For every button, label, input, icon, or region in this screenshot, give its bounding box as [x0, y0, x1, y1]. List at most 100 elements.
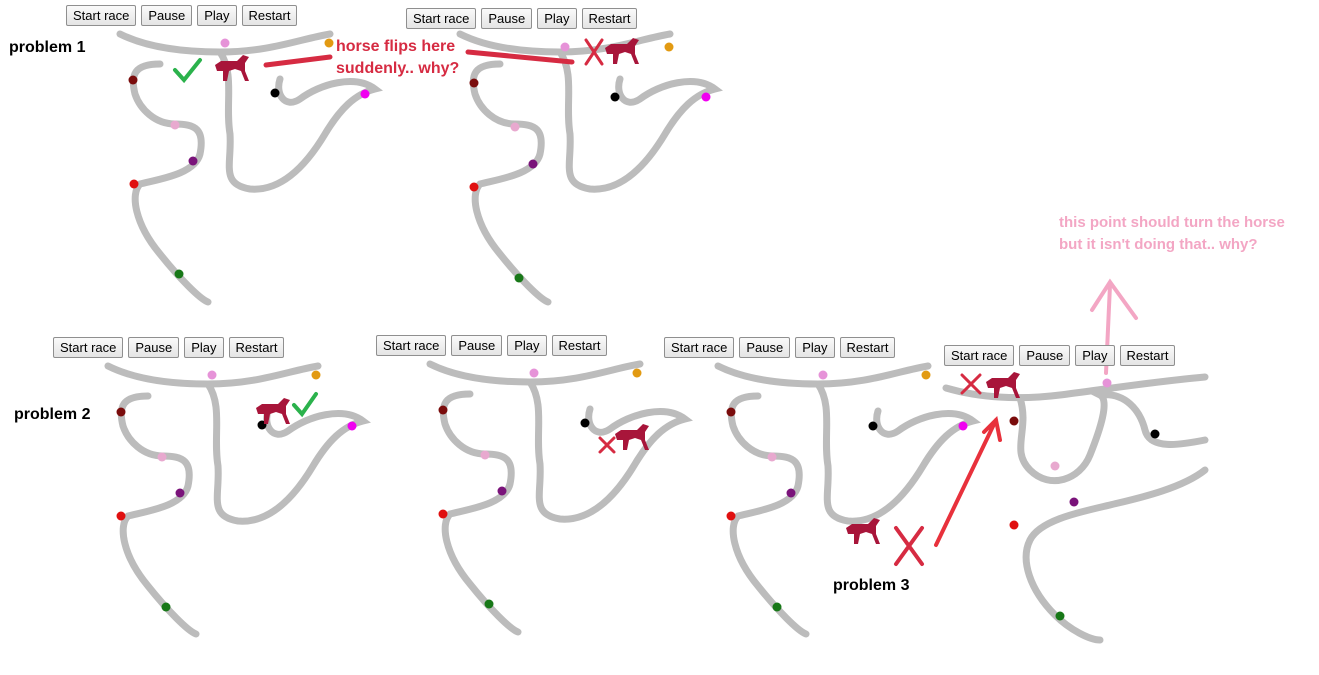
waypoint-dot [664, 42, 674, 52]
problem-3-label: problem 3 [833, 577, 910, 594]
waypoint-dot [726, 407, 736, 417]
turn-annotation: this point should turn the horse but it … [1059, 214, 1285, 253]
waypoint-dot [116, 511, 126, 521]
waypoint-dot [174, 269, 184, 279]
pause-button[interactable]: Pause [451, 335, 503, 356]
waypoint-dot [1055, 611, 1065, 621]
waypoint-dot [560, 42, 570, 52]
start-race-button[interactable]: Start race [376, 335, 447, 356]
waypoint-dot [497, 486, 507, 496]
waypoint-dot [1050, 461, 1060, 471]
pause-button[interactable]: Pause [481, 8, 533, 29]
restart-button[interactable]: Restart [551, 335, 608, 356]
controls-panel-5: Start race Pause Play Restart [664, 337, 896, 358]
play-button[interactable]: Play [507, 335, 547, 356]
restart-button[interactable]: Restart [581, 8, 638, 29]
flip-annotation: horse flips here suddenly.. why? [336, 38, 460, 77]
waypoint-dot [610, 92, 620, 102]
waypoint-dot [701, 92, 711, 102]
start-race-button[interactable]: Start race [53, 337, 124, 358]
play-button[interactable]: Play [1075, 345, 1115, 366]
waypoint-dot [347, 421, 357, 431]
waypoint-dot [188, 156, 198, 166]
waypoint-dot [170, 120, 180, 130]
controls-panel-3: Start race Pause Play Restart [53, 337, 285, 358]
waypoint-dot [514, 273, 524, 283]
cross-icon [598, 436, 616, 454]
start-race-button[interactable]: Start race [664, 337, 735, 358]
pause-button[interactable]: Pause [141, 5, 193, 26]
restart-button[interactable]: Restart [228, 337, 285, 358]
waypoint-dot [480, 450, 490, 460]
start-race-button[interactable]: Start race [944, 345, 1015, 366]
horse-icon [615, 424, 649, 450]
waypoint-dot [324, 38, 334, 48]
controls-panel-6: Start race Pause Play Restart [944, 345, 1176, 366]
checkmark-icon [292, 392, 318, 418]
waypoint-dot [1009, 520, 1019, 530]
waypoint-dot [207, 370, 217, 380]
checkmark-icon [173, 58, 202, 84]
waypoint-dot [510, 122, 520, 132]
waypoint-dot [438, 509, 448, 519]
restart-button[interactable]: Restart [839, 337, 896, 358]
waypoint-dot [1069, 497, 1079, 507]
waypoint-dot [529, 368, 539, 378]
waypoint-dot [1102, 378, 1112, 388]
waypoint-dot [469, 78, 479, 88]
waypoint-dot [161, 602, 171, 612]
play-button[interactable]: Play [184, 337, 224, 358]
waypoint-dot [772, 602, 782, 612]
waypoint-dot [128, 75, 138, 85]
annotation-line [465, 49, 575, 65]
waypoint-dot [1009, 416, 1019, 426]
waypoint-dot [528, 159, 538, 169]
controls-panel-2: Start race Pause Play Restart [406, 8, 638, 29]
waypoint-dot [116, 407, 126, 417]
start-race-button[interactable]: Start race [406, 8, 477, 29]
waypoint-dot [958, 421, 968, 431]
waypoint-dot [786, 488, 796, 498]
problem-1-label: problem 1 [9, 39, 86, 56]
panel-6-track [942, 278, 1209, 644]
waypoint-dot [270, 88, 280, 98]
waypoint-dot [767, 452, 777, 462]
arrow-icon [934, 415, 1002, 547]
restart-button[interactable]: Restart [1119, 345, 1176, 366]
waypoint-dot [484, 599, 494, 609]
play-button[interactable]: Play [197, 5, 237, 26]
controls-panel-1: Start race Pause Play Restart [66, 5, 298, 26]
waypoint-dot [921, 370, 931, 380]
pause-button[interactable]: Pause [739, 337, 791, 358]
waypoint-dot [868, 421, 878, 431]
play-button[interactable]: Play [537, 8, 577, 29]
panel-3-track [108, 366, 363, 634]
cross-icon [584, 38, 604, 66]
problem-2-label: problem 2 [14, 406, 91, 423]
controls-panel-4: Start race Pause Play Restart [376, 335, 608, 356]
waypoint-dot [726, 511, 736, 521]
waypoint-dot [220, 38, 230, 48]
restart-button[interactable]: Restart [241, 5, 298, 26]
waypoint-dot [157, 452, 167, 462]
start-race-button[interactable]: Start race [66, 5, 137, 26]
waypoint-dot [360, 89, 370, 99]
waypoint-dot [632, 368, 642, 378]
annotation-line [263, 54, 333, 68]
horse-icon [256, 398, 290, 424]
cross-icon [894, 526, 924, 566]
panel-2-track [460, 34, 715, 302]
pause-button[interactable]: Pause [1019, 345, 1071, 366]
waypoint-dot [818, 370, 828, 380]
cross-icon [960, 373, 982, 395]
waypoint-dot [311, 370, 321, 380]
waypoint-dot [175, 488, 185, 498]
play-button[interactable]: Play [795, 337, 835, 358]
waypoint-dot [438, 405, 448, 415]
waypoint-dot [469, 182, 479, 192]
waypoint-dot [1150, 429, 1160, 439]
pause-button[interactable]: Pause [128, 337, 180, 358]
panel-1-track [120, 34, 375, 302]
panel-4-track [430, 364, 685, 632]
